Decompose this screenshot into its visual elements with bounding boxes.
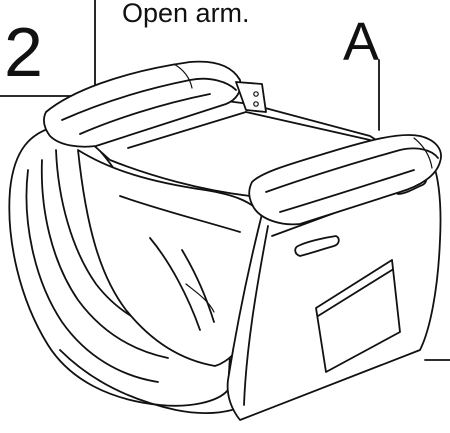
- side-pocket: [315, 259, 401, 373]
- step-number: 2: [4, 13, 43, 91]
- booster-seat-illustration: [8, 60, 442, 421]
- step-number-box: 2: [0, 0, 96, 97]
- step-instruction: Open arm.: [122, 0, 250, 28]
- right-armrest-opened: [248, 134, 442, 226]
- callout-label-a: A: [343, 12, 379, 72]
